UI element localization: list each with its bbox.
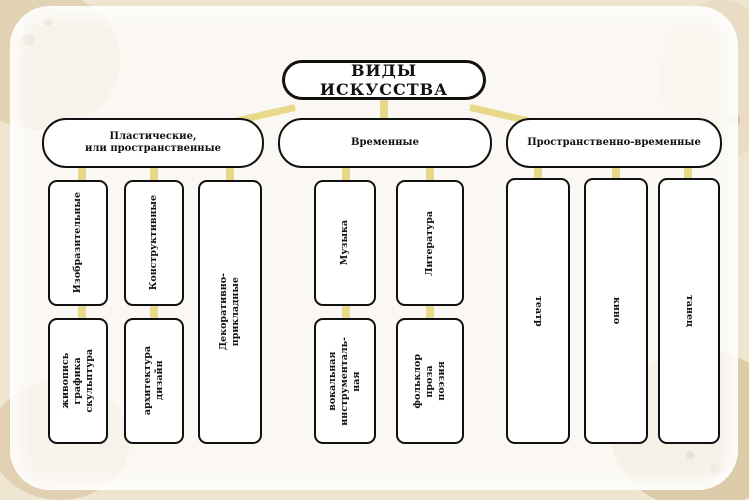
connector xyxy=(534,165,542,181)
category-spatial: Пластические, или пространственные xyxy=(42,118,264,168)
connector xyxy=(684,165,692,181)
connector xyxy=(78,165,86,183)
music-genres-box: вокальная инструменталь- ная xyxy=(314,318,376,444)
literature-genres-box: фольклор проза поэзия xyxy=(396,318,464,444)
connector xyxy=(426,304,434,320)
music-box: Музыка xyxy=(314,180,376,306)
connector xyxy=(226,165,234,183)
connector xyxy=(342,165,350,183)
connector xyxy=(78,304,86,320)
connector xyxy=(380,96,388,120)
cinema-box: кино xyxy=(584,178,648,444)
connector xyxy=(426,165,434,183)
decorative-applied-box: Декоративно- прикладные xyxy=(198,180,262,444)
category-temporal: Временные xyxy=(278,118,492,168)
connector xyxy=(612,165,620,181)
connector xyxy=(150,165,158,183)
connector xyxy=(342,304,350,320)
diagram-title: ВИДЫ ИСКУССТВА xyxy=(282,60,486,100)
fine-arts-genres-box: живопись графика скульптура xyxy=(48,318,108,444)
connector xyxy=(150,304,158,320)
category-spatiotemporal: Пространственно-временные xyxy=(506,118,722,168)
theatre-box: театр xyxy=(506,178,570,444)
fine-arts-box: Изобразительные xyxy=(48,180,108,306)
constructive-genres-box: архитектура дизайн xyxy=(124,318,184,444)
literature-box: Литература xyxy=(396,180,464,306)
dance-box: танец xyxy=(658,178,720,444)
constructive-box: Конструктивные xyxy=(124,180,184,306)
